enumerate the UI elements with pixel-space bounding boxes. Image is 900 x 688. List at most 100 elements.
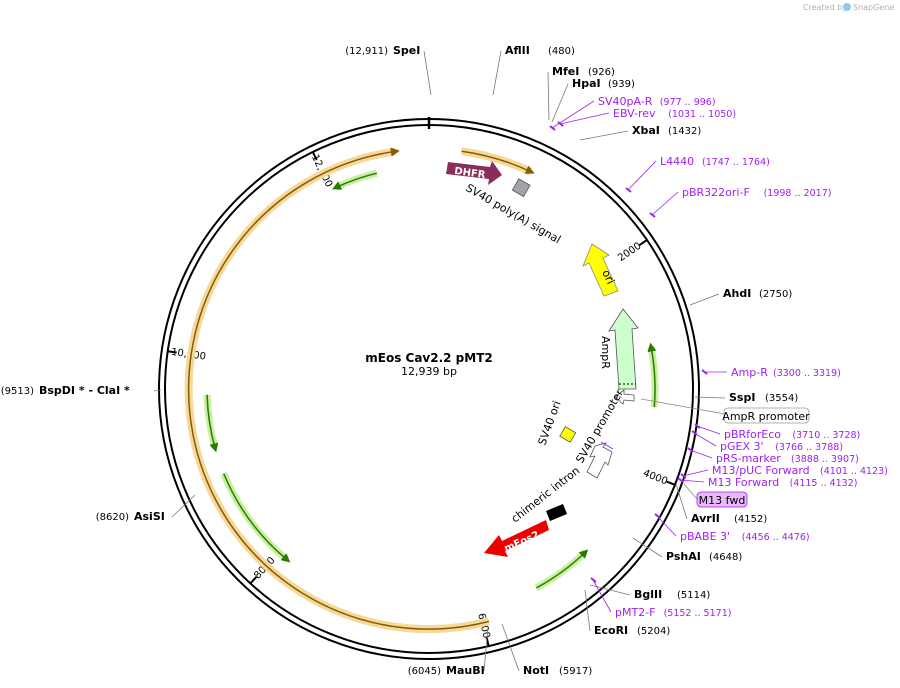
primer-binding-mark (649, 212, 656, 218)
primer-name: pRS-marker (716, 452, 781, 465)
ampr-promoter-feature[interactable] (614, 389, 635, 405)
primer-binding-mark (694, 423, 701, 429)
plasmid-name: mEos Cav2.2 pMT2 (365, 351, 493, 365)
primer-leader (592, 579, 612, 613)
green-orf-bottom-right[interactable] (536, 549, 589, 589)
green-orf-left-lower[interactable] (223, 473, 291, 563)
dhfr-arrow (446, 161, 502, 185)
primer-range: (4115 .. 4132) (790, 478, 858, 489)
site-leader (632, 537, 663, 558)
primer-leader (693, 432, 717, 447)
primer-amp-r[interactable]: Amp-R(3300 .. 3319) (701, 366, 841, 379)
site-position: (12,911) (345, 46, 388, 57)
green-orf-top-left[interactable] (332, 172, 377, 190)
site-name: PshAI (666, 550, 701, 563)
site-leader (423, 50, 432, 96)
orf-large-line (187, 147, 490, 630)
primer-binding-mark (654, 513, 661, 519)
primer-ebv-rev[interactable]: EBV-rev(1031 .. 1050) (557, 107, 736, 127)
site-name: BspDI * - ClaI * (39, 384, 130, 397)
primer-name: pMT2-F (615, 606, 656, 619)
site-leader (689, 293, 720, 306)
chimeric-intron-feature[interactable]: chimeric intron (509, 464, 582, 525)
sv40-polya-label: SV40 poly(A) signal (464, 181, 564, 246)
sv40-polya-feature[interactable]: SV40 poly(A) signal (464, 178, 564, 247)
primer-pbrforeco[interactable]: pBRforEco(3710 .. 3728) (694, 423, 860, 441)
m13-fwd-callout[interactable]: M13 fwd (683, 483, 748, 508)
site-sspi[interactable]: SspI(3554) (694, 391, 798, 404)
site-position: (9513) (1, 386, 34, 397)
site-maubi[interactable]: MauBI(6045) (408, 626, 489, 677)
meos2-arrow (484, 520, 549, 557)
site-ecori[interactable]: EcoRI(5204) (584, 589, 670, 637)
primer-leader (689, 449, 713, 459)
site-leader (579, 130, 629, 141)
site-bspdi-clai-[interactable]: BspDI * - ClaI * (9513) (1, 384, 162, 397)
site-name: AvrII (691, 512, 720, 525)
site-name: HpaI (572, 77, 601, 90)
ruler-tick-label: 2000 (616, 241, 643, 264)
primer-range: (4101 .. 4123) (820, 466, 888, 477)
primer-l4440[interactable]: L4440(1747 .. 1764) (625, 155, 770, 193)
ori-label: ori (599, 268, 617, 286)
site-leader (171, 494, 196, 518)
primer-pgex-3-[interactable]: pGEX 3' (3766 .. 3788) (691, 430, 843, 453)
site-hpai[interactable]: HpaI(939) (551, 77, 635, 123)
ampr-promoter-callout[interactable]: AmpR promoter (640, 398, 810, 424)
ori-arrow (582, 243, 619, 297)
sv40-polya-box (511, 178, 531, 198)
ampr-promoter-box (723, 407, 810, 424)
dhfr-feature[interactable]: DHFR (446, 161, 502, 185)
primer-range: (3888 .. 3907) (791, 454, 859, 465)
green-orf-right[interactable] (647, 342, 657, 408)
site-mfei[interactable]: MfeI(926) (547, 65, 615, 121)
ampr-arrow (608, 308, 639, 390)
orf-top-small-arc[interactable] (460, 147, 535, 176)
primer-pbr322ori-f[interactable]: pBR322ori-F(1998 .. 2017) (649, 186, 831, 218)
primer-binding-mark (701, 369, 708, 375)
primer-name: EBV-rev (613, 107, 656, 120)
site-bglii[interactable]: BglII(5114) (589, 584, 710, 601)
site-position: (5114) (677, 590, 710, 601)
site-name: SspI (729, 391, 755, 404)
green-orf-left-mid[interactable] (206, 394, 219, 453)
primer-leader (656, 515, 677, 537)
primer-pmt2-f[interactable]: pMT2-F (5152 .. 5171) (590, 577, 732, 619)
site-leader (551, 83, 569, 123)
primer-prs-marker[interactable]: pRS-marker (3888 .. 3907) (687, 447, 859, 465)
primer-pbabe-3-[interactable]: pBABE 3'(4456 .. 4476) (654, 513, 810, 543)
site-noti[interactable]: NotI(5917) (501, 623, 592, 677)
primer-binding-mark (680, 473, 687, 479)
primer-range: (5152 .. 5171) (664, 608, 732, 619)
primer-name: pBRforEco (724, 428, 781, 441)
orf-large-arc[interactable] (184, 147, 490, 634)
ruler-tick-8000 (249, 576, 258, 585)
primer-range: (3766 .. 3788) (775, 442, 843, 453)
site-name: NotI (523, 664, 549, 677)
site-name: XbaI (632, 124, 660, 137)
primer-leader (627, 160, 657, 191)
annotation-labels: SpeI (12,911) AflII(480)MfeI(926)HpaI(939)… (1, 44, 888, 677)
ampr-feature[interactable]: AmpR (599, 308, 639, 390)
site-asisi[interactable]: AsiSI(8620) (96, 494, 196, 523)
green-orf-left-mid-highlight (203, 394, 219, 449)
site-name: SpeI (393, 44, 420, 57)
ruler-tick-4000 (666, 480, 676, 486)
site-position: (4648) (709, 552, 742, 563)
sv40-ori-box (559, 426, 577, 443)
ampr-promoter-leader (640, 398, 726, 415)
site-aflii[interactable]: AflII(480) (492, 44, 575, 96)
primer-m13-puc-forward[interactable]: M13/pUC Forward(4101 .. 4123) (680, 464, 888, 479)
primer-m13-forward[interactable]: M13 Forward(4115 .. 4132) (677, 476, 858, 489)
sv40-ori-feature[interactable]: SV40 ori (536, 399, 577, 447)
ori-feature[interactable]: ori (582, 243, 619, 297)
site-ahdi[interactable]: AhdI(2750) (689, 287, 792, 306)
site-pshai[interactable]: PshAI (4648) (632, 537, 742, 563)
primer-leader (679, 479, 705, 483)
site-xbai[interactable]: XbaI(1432) (579, 124, 701, 141)
site-avrii[interactable]: AvrII(4152) (675, 483, 767, 525)
primer-name: pGEX 3' (720, 440, 764, 453)
sv40-promoter-feature[interactable]: SV40 promoter (573, 387, 626, 479)
site-spei[interactable]: SpeI (12,911) (345, 44, 432, 96)
